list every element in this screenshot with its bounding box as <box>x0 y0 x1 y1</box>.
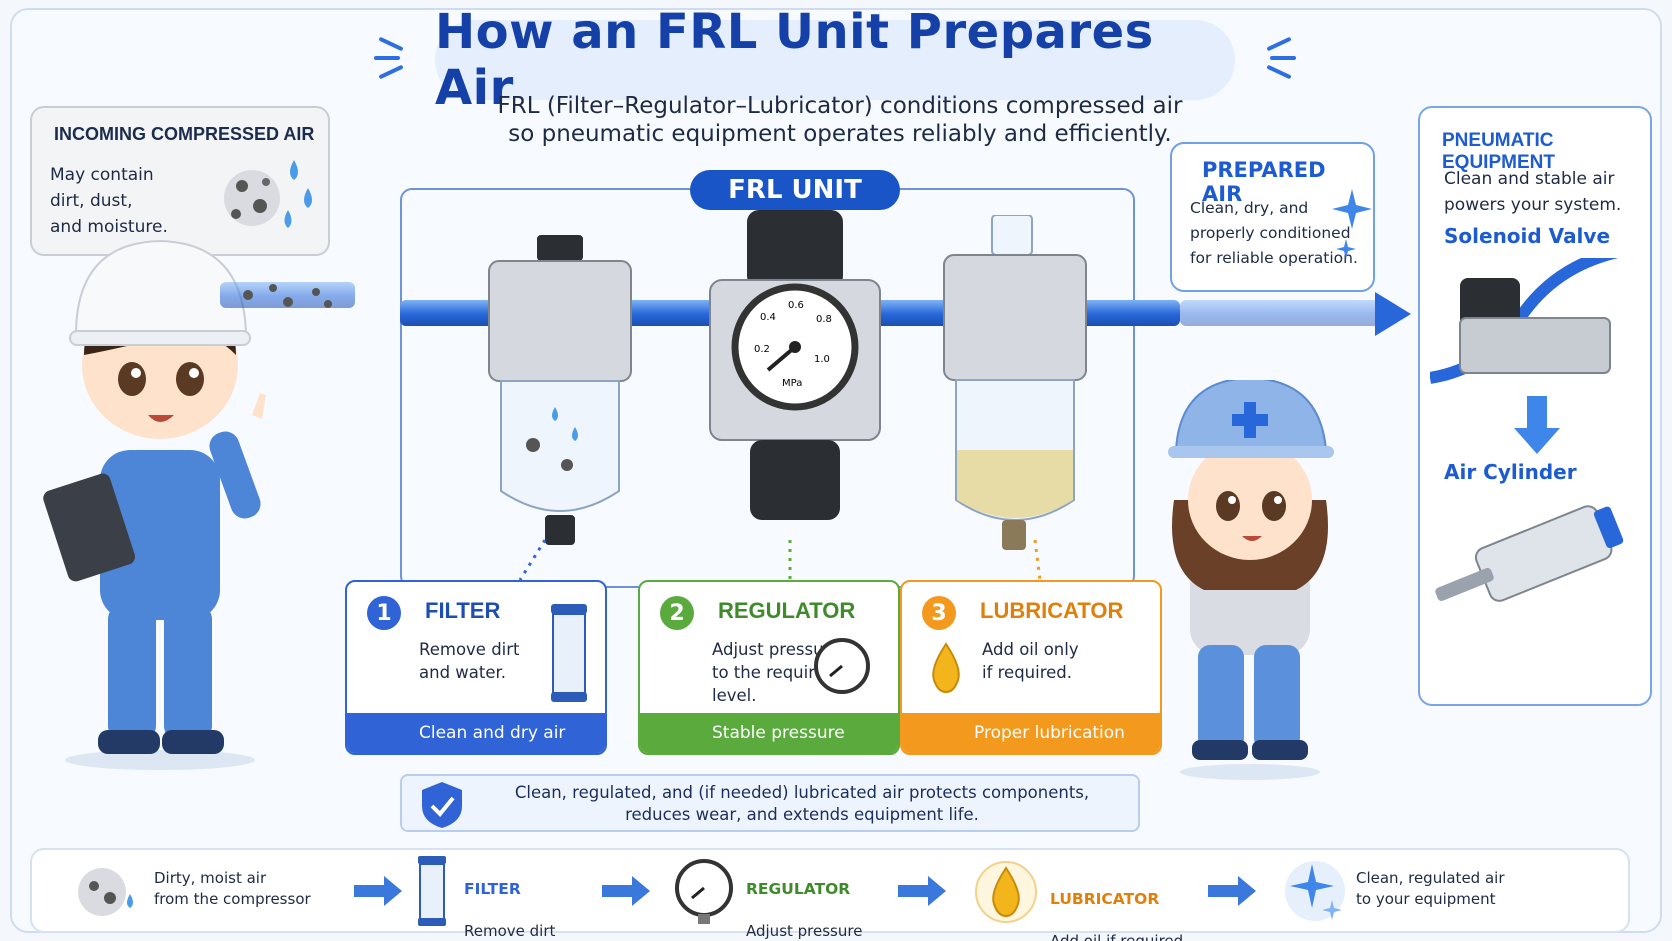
prepared-air-card: PREPARED AIR Clean, dry, and properly co… <box>1170 142 1375 292</box>
lubricator-step-number: 3 <box>922 596 956 630</box>
prepared-air-desc: Clean, dry, and properly conditioned for… <box>1190 199 1358 267</box>
flow-regulator: REGULATOR Adjust pressure to the right l… <box>746 858 871 941</box>
flow-lubricator: LUBRICATOR Add oil if required <box>1050 868 1183 941</box>
flow-lubricator-desc: Add oil if required <box>1050 932 1184 941</box>
prepared-air-title: PREPARED AIR <box>1202 158 1326 206</box>
page-title: How an FRL Unit Prepares Air <box>435 4 1154 116</box>
subtitle: FRL (Filter–Regulator–Lubricator) condit… <box>440 92 1240 148</box>
flow-filter-title: FILTER <box>464 880 521 898</box>
subtitle-line-1: FRL (Filter–Regulator–Lubricator) condit… <box>497 93 1183 119</box>
filter-step-result-label: Clean and dry air <box>419 723 566 743</box>
filter-step-desc: Remove dirt and water. <box>419 640 520 682</box>
lubricator-step-result: Proper lubrication <box>902 713 1160 753</box>
flow-filter: FILTER Remove dirt and water <box>464 858 555 941</box>
flow-arrow-1-icon <box>354 876 402 906</box>
pressure-gauge-flow-icon <box>675 859 733 924</box>
air-cylinder-label: Air Cylinder <box>1444 460 1577 484</box>
down-arrow-icon <box>1514 396 1560 454</box>
protection-note-text: Clean, regulated, and (if needed) lubric… <box>514 783 1090 824</box>
filter-step-title: FILTER <box>425 598 501 623</box>
pressure-gauge-icon: 0.2 0.4 0.6 0.8 1.0 MPa <box>731 283 859 411</box>
filter-element-small-icon <box>418 856 446 926</box>
incoming-air-card: INCOMING COMPRESSED AIR May contain dirt… <box>30 106 330 256</box>
filter-step-number: 1 <box>367 596 401 630</box>
component-step-connectors <box>518 539 1042 581</box>
pneumatic-equipment-desc: Clean and stable air powers your system. <box>1444 169 1622 215</box>
flow-dirty-air-text: Dirty, moist air from the compressor <box>154 869 311 908</box>
flow-regulator-title: REGULATOR <box>746 880 851 898</box>
flow-regulator-desc: Adjust pressure to the right level <box>746 922 863 940</box>
oil-drop-icon <box>932 642 960 694</box>
lubricator-step-title: LUBRICATOR <box>980 598 1124 623</box>
subtitle-line-2: so pneumatic equipment operates reliably… <box>508 121 1172 147</box>
flow-lubricator-title: LUBRICATOR <box>1050 890 1160 908</box>
flow-arrow-4-icon <box>1208 876 1256 906</box>
frl-unit-label: FRL UNIT <box>690 170 900 210</box>
filter-element-icon <box>551 604 587 702</box>
filter-component-illustration <box>488 235 632 545</box>
gauge-tick-0-8: 0.8 <box>816 314 832 325</box>
protection-note: Clean, regulated, and (if needed) lubric… <box>400 774 1140 832</box>
gauge-tick-0-4: 0.4 <box>760 312 776 323</box>
flow-arrow-3-icon <box>898 876 946 906</box>
filter-step-card: 1 FILTER Remove dirt and water. Clean an… <box>345 580 607 755</box>
air-cylinder-illustration <box>1435 505 1624 602</box>
air-flow-arrow-icon <box>1375 292 1411 336</box>
gauge-tick-0-2: 0.2 <box>754 344 770 355</box>
pressure-gauge-small-icon <box>814 638 870 694</box>
filter-step-result: Clean and dry air <box>347 713 605 753</box>
shield-check-icon <box>422 782 462 828</box>
title-spark-right-2 <box>1270 56 1296 60</box>
title-pill: How an FRL Unit Prepares Air <box>435 4 1235 116</box>
process-flow-strip: Dirty, moist air from the compressor FIL… <box>30 848 1630 941</box>
dirty-air-icon <box>78 868 133 916</box>
flow-clean-air-text: Clean, regulated air to your equipment <box>1356 869 1505 908</box>
lubricator-step-card: 3 LUBRICATOR Add oil only if required. P… <box>900 580 1162 755</box>
gauge-tick-1-0: 1.0 <box>814 354 830 365</box>
oil-drop-flow-icon <box>975 861 1037 923</box>
pneumatic-equipment-title: PNEUMATIC EQUIPMENT <box>1442 130 1555 173</box>
regulator-step-card: 2 REGULATOR Adjust pressure to the requi… <box>638 580 900 755</box>
flow-filter-desc: Remove dirt and water <box>464 922 556 940</box>
lubricator-step-desc: Add oil only if required. <box>982 640 1079 682</box>
prepared-air-pipe <box>1180 300 1380 326</box>
incoming-air-desc: May contain dirt, dust, and moisture. <box>50 165 168 237</box>
lubricator-component-illustration <box>943 215 1087 550</box>
lubricator-step-result-label: Proper lubrication <box>974 723 1125 743</box>
solenoid-valve-illustration <box>1430 258 1619 384</box>
incoming-air-title: INCOMING COMPRESSED AIR <box>54 124 315 144</box>
regulator-step-result-label: Stable pressure <box>712 723 845 743</box>
regulator-step-title: REGULATOR <box>718 598 856 623</box>
flow-arrow-2-icon <box>602 876 650 906</box>
solenoid-valve-label: Solenoid Valve <box>1444 224 1611 248</box>
gauge-tick-0-6: 0.6 <box>788 300 804 311</box>
gauge-unit: MPa <box>782 378 802 389</box>
title-spark-left-2 <box>374 56 400 60</box>
pneumatic-equipment-card: PNEUMATIC EQUIPMENT Clean and stable air… <box>1418 106 1652 706</box>
engineer-girl-illustration <box>1168 380 1334 780</box>
dirt-moisture-icon <box>224 160 312 228</box>
dirt-particles-icon <box>243 284 332 308</box>
regulator-step-number: 2 <box>660 596 694 630</box>
clean-air-sparkle-icon <box>1285 861 1345 921</box>
regulator-step-result: Stable pressure <box>640 713 898 753</box>
sparkle-icon <box>1332 189 1372 259</box>
engineer-boy-illustration <box>43 239 266 770</box>
